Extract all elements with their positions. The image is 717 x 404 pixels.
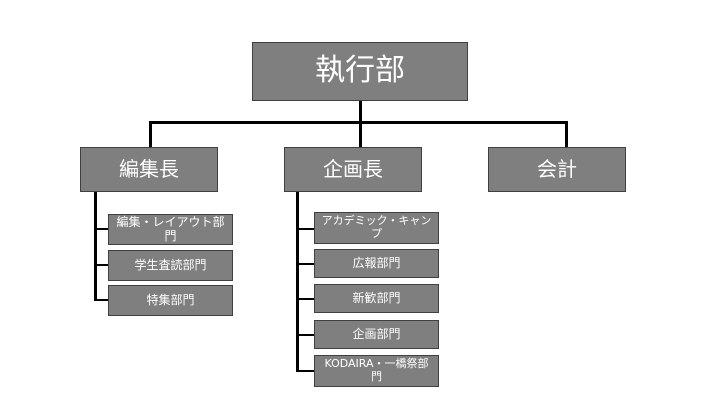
- dept-academic-camp-label: アカデミック・キャンプ: [321, 214, 432, 240]
- planning-head-box: 企画長: [284, 147, 422, 192]
- dept-welcome: 新歓部門: [314, 284, 439, 313]
- planning-head-label: 企画長: [323, 157, 383, 181]
- accounting-box: 会計: [488, 147, 626, 192]
- dept-edit-layout: 編集・レイアウト部門: [108, 214, 233, 245]
- connector-planner-branch-3: [296, 298, 314, 300]
- executive-box: 執行部: [252, 42, 468, 101]
- dept-kodaira-festival: KODAIRA・一橋祭部門: [314, 355, 439, 387]
- dept-edit-layout-label: 編集・レイアウト部門: [116, 214, 225, 243]
- connector-planner-branch-5: [296, 370, 314, 372]
- connector-to-planner: [359, 121, 362, 148]
- dept-feature: 特集部門: [108, 285, 233, 316]
- dept-pr-label: 広報部門: [352, 255, 401, 270]
- dept-academic-camp: アカデミック・キャンプ: [314, 212, 439, 244]
- dept-feature-label: 特集部門: [146, 292, 195, 307]
- dept-welcome-label: 新歓部門: [352, 290, 401, 305]
- connector-editor-spine: [94, 191, 97, 301]
- editor-in-chief-label: 編集長: [119, 157, 179, 181]
- dept-planning: 企画部門: [314, 320, 439, 349]
- editor-in-chief-box: 編集長: [80, 147, 218, 192]
- executive-label: 執行部: [315, 53, 405, 89]
- connector-editor-branch-2: [94, 264, 108, 266]
- connector-planner-spine: [296, 191, 299, 372]
- connector-editor-branch-3: [94, 299, 108, 301]
- connector-top-trunk: [359, 100, 362, 124]
- connector-planner-branch-2: [296, 263, 314, 265]
- connector-horizontal-bus: [149, 121, 568, 124]
- dept-planning-label: 企画部門: [352, 326, 401, 341]
- connector-editor-branch-1: [94, 228, 108, 230]
- accounting-label: 会計: [537, 157, 577, 181]
- connector-to-accounting: [565, 121, 568, 148]
- connector-planner-branch-4: [296, 334, 314, 336]
- dept-student-review: 学生査読部門: [108, 250, 233, 281]
- dept-pr: 広報部門: [314, 249, 439, 278]
- dept-kodaira-festival-label: KODAIRA・一橋祭部門: [324, 357, 429, 383]
- connector-planner-branch-1: [296, 228, 314, 230]
- connector-to-editor: [149, 121, 152, 148]
- dept-student-review-label: 学生査読部門: [134, 257, 207, 272]
